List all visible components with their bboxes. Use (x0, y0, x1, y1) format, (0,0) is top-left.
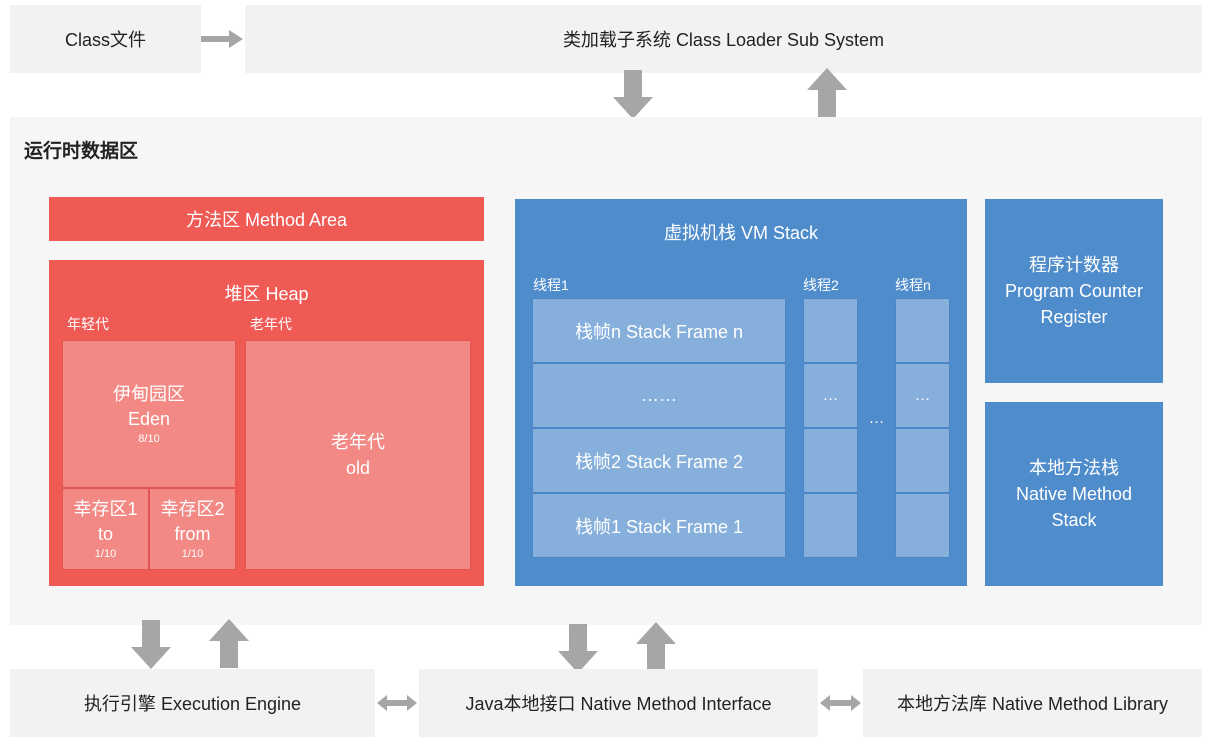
arrow-down-icon (613, 70, 653, 119)
survivor-from-title: 幸存区2 (160, 499, 225, 519)
execution-engine-label: 执行引擎 Execution Engine (83, 694, 302, 714)
native-stack-line3: Stack (1051, 510, 1097, 530)
young-gen-label: 年轻代 (67, 316, 109, 332)
native-stack-box: 本地方法栈 Native Method Stack (985, 402, 1163, 586)
survivor-to-ratio: 1/10 (94, 548, 117, 560)
class-file-box: Class文件 (10, 5, 201, 73)
old-gen-label: 老年代 (250, 316, 292, 332)
stack-frame-1: 栈帧1 Stack Frame 1 (532, 493, 786, 558)
arrow-down-icon (558, 624, 598, 673)
stack-frame-2: 栈帧2 Stack Frame 2 (532, 428, 786, 493)
threadn-frame: … (895, 363, 950, 428)
native-stack-title: 本地方法栈 (1029, 458, 1119, 478)
thread2-frame: … (803, 363, 858, 428)
pc-register-line2: Program Counter (1004, 281, 1144, 301)
arrow-right-icon (201, 30, 243, 48)
class-loader-label: 类加载子系统 Class Loader Sub System (562, 30, 885, 50)
threadn-label: 线程n (895, 277, 931, 293)
class-file-label: Class文件 (64, 30, 146, 50)
native-interface-box: Java本地接口 Native Method Interface (419, 669, 818, 737)
old-gen-title: 老年代 (331, 432, 385, 452)
native-stack-line2: Native Method (1015, 484, 1133, 504)
eden-box: 伊甸园区 Eden 8/10 (62, 340, 236, 488)
method-area-box: 方法区 Method Area (49, 197, 484, 241)
thread2-frame (803, 428, 858, 493)
thread2-ellipsis: … (822, 386, 839, 404)
stack-frame-2-label: 栈帧2 Stack Frame 2 (574, 451, 744, 472)
vm-stack-title: 虚拟机栈 VM Stack (663, 223, 819, 243)
stack-frame-n: 栈帧n Stack Frame n (532, 298, 786, 363)
arrow-down-icon (131, 620, 171, 669)
survivor-to-title: 幸存区1 (73, 499, 138, 519)
stack-frame-ellipsis-label: …… (641, 385, 677, 405)
thread2-frame (803, 493, 858, 558)
survivor-from-ratio: 1/10 (181, 548, 204, 560)
stack-frame-1-label: 栈帧1 Stack Frame 1 (574, 516, 744, 537)
eden-subtitle: Eden (127, 409, 171, 429)
native-interface-label: Java本地接口 Native Method Interface (465, 694, 772, 714)
survivor-to-subtitle: to (97, 524, 113, 544)
pc-register-line3: Register (1040, 307, 1108, 327)
arrow-up-icon (209, 619, 249, 668)
native-library-label: 本地方法库 Native Method Library (896, 694, 1169, 714)
survivor-from-box: 幸存区2 from 1/10 (149, 488, 236, 570)
threadn-frame (895, 428, 950, 493)
thread1-label: 线程1 (533, 277, 569, 293)
double-arrow-icon (820, 695, 861, 711)
native-library-box: 本地方法库 Native Method Library (863, 669, 1202, 737)
arrow-up-icon (807, 68, 847, 117)
thread2-frame (803, 298, 858, 363)
stack-frame-n-label: 栈帧n Stack Frame n (574, 321, 744, 342)
eden-ratio: 8/10 (138, 433, 160, 445)
pc-register-title: 程序计数器 (1029, 255, 1119, 275)
heap-title: 堆区 Heap (224, 284, 309, 304)
runtime-title: 运行时数据区 (24, 141, 139, 162)
execution-engine-box: 执行引擎 Execution Engine (10, 669, 375, 737)
survivor-to-box: 幸存区1 to 1/10 (62, 488, 149, 570)
class-loader-box: 类加载子系统 Class Loader Sub System (245, 5, 1202, 73)
survivor-from-subtitle: from (174, 524, 211, 544)
threadn-ellipsis: … (914, 386, 931, 404)
method-area-label: 方法区 Method Area (185, 210, 348, 230)
old-gen-box: 老年代 old (245, 340, 471, 570)
old-gen-subtitle: old (345, 458, 371, 478)
stack-frame-ellipsis: …… (532, 363, 786, 428)
threads-ellipsis: … (868, 410, 885, 427)
threadn-frame (895, 298, 950, 363)
double-arrow-icon (377, 695, 417, 711)
threadn-frame (895, 493, 950, 558)
thread2-label: 线程2 (803, 277, 839, 293)
eden-title: 伊甸园区 (113, 384, 185, 404)
arrow-up-icon (636, 622, 676, 671)
pc-register-box: 程序计数器 Program Counter Register (985, 199, 1163, 383)
